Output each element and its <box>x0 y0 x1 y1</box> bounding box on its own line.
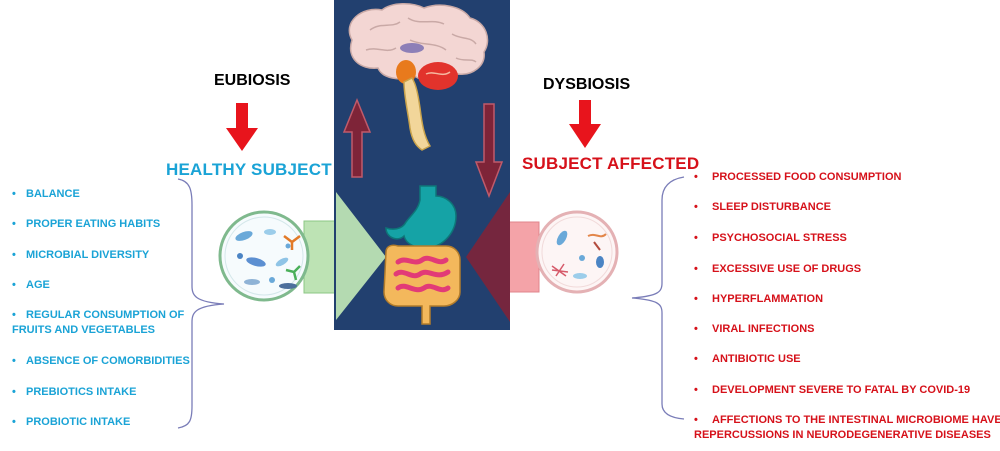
list-item: •EXCESSIVE USE OF DRUGS <box>694 263 862 275</box>
bullet: • <box>694 232 698 244</box>
list-item: •HYPERFLAMMATION <box>694 293 824 305</box>
list-item: •DEVELOPMENT SEVERE TO FATAL BY COVID-19 <box>694 384 971 396</box>
brain-icon <box>348 3 489 151</box>
affected-microbiome-icon <box>535 210 619 294</box>
bullet: • <box>12 249 16 261</box>
list-item: •ANTIBIOTIC USE <box>694 353 801 365</box>
list-item: •PSYCHOSOCIAL STRESS <box>694 232 847 244</box>
bullet: • <box>694 171 698 183</box>
bullet: • <box>12 416 16 428</box>
eubiosis-arrow <box>226 103 258 151</box>
list-item: •PROCESSED FOOD CONSUMPTION <box>694 171 902 183</box>
list-item-continued: FRUITS AND VEGETABLES <box>12 324 156 336</box>
left-brace <box>177 178 225 429</box>
list-item: •BALANCE <box>12 188 80 200</box>
list-item: •REGULAR CONSUMPTION OF <box>12 309 185 321</box>
maroon-arrowhead <box>466 192 510 322</box>
list-item: •VIRAL INFECTIONS <box>694 323 815 335</box>
bullet: • <box>12 386 16 398</box>
green-arrowhead <box>336 192 386 320</box>
list-item: •ABSENCE OF COMORBIDITIES <box>12 355 190 367</box>
healthy-microbiome-icon <box>218 210 310 302</box>
bullet: • <box>694 323 698 335</box>
bullet: • <box>694 414 698 426</box>
bullet: • <box>694 201 698 213</box>
list-item: •SLEEP DISTURBANCE <box>694 201 831 213</box>
bullet: • <box>694 293 698 305</box>
list-item-continued: REPERCUSSIONS IN NEURODEGENERATIVE DISEA… <box>694 429 991 441</box>
list-item: •PREBIOTICS INTAKE <box>12 386 137 398</box>
list-item: •PROBIOTIC INTAKE <box>12 416 131 428</box>
bullet: • <box>12 218 16 230</box>
affected-subject-label: SUBJECT AFFECTED <box>522 154 700 173</box>
dysbiosis-arrow <box>569 100 601 148</box>
list-item: •AGE <box>12 279 50 291</box>
list-item: •MICROBIAL DIVERSITY <box>12 249 150 261</box>
bullet: • <box>694 353 698 365</box>
list-item: •PROPER EATING HABITS <box>12 218 161 230</box>
dysbiosis-title: DYSBIOSIS <box>543 76 631 93</box>
healthy-subject-label: HEALTHY SUBJECT <box>166 160 332 179</box>
bullet: • <box>12 188 16 200</box>
up-arrow <box>342 98 372 178</box>
bullet: • <box>694 384 698 396</box>
down-arrow <box>474 103 504 199</box>
bullet: • <box>12 279 16 291</box>
list-item: •AFFECTIONS TO THE INTESTINAL MICROBIOME… <box>694 414 1000 426</box>
bullet: • <box>694 263 698 275</box>
bullet: • <box>12 309 16 321</box>
bullet: • <box>12 355 16 367</box>
right-brace <box>631 176 685 420</box>
eubiosis-title: EUBIOSIS <box>214 72 291 89</box>
gut-icon <box>383 185 461 325</box>
